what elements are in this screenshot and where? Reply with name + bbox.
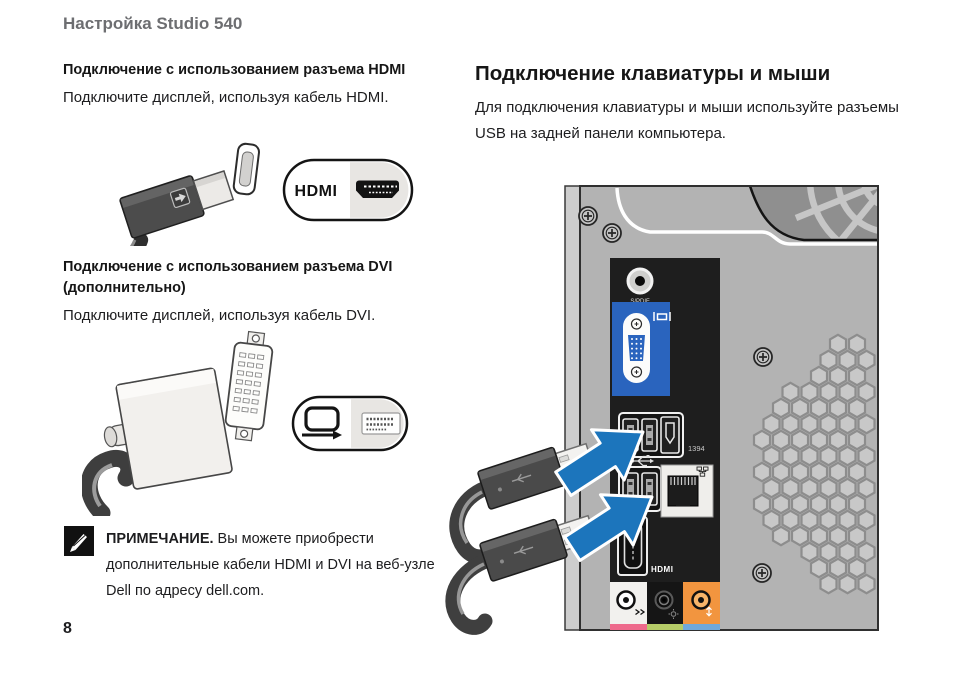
hdmi-socket <box>232 142 260 196</box>
hdmi-cable-figure: HDMI <box>97 142 414 246</box>
keyboard-section-heading: Подключение клавиатуры и мыши <box>475 62 831 85</box>
hdmi-badge-label: HDMI <box>295 183 338 200</box>
chassis-edge-strip <box>564 185 581 631</box>
screw-icon <box>602 223 622 243</box>
arrow-icon <box>563 493 654 562</box>
monitor-icon <box>653 312 671 321</box>
screw-icon <box>578 206 598 226</box>
dvi-cable-connector <box>103 367 233 490</box>
dvi-cable <box>82 450 138 516</box>
note-pencil-icon <box>64 526 94 556</box>
lineout-color-strip <box>647 624 683 630</box>
note-text: ПРИМЕЧАНИЕ. Вы можете приобрести дополни… <box>106 531 435 599</box>
dvi-section-body: Подключите дисплей, используя кабель DVI… <box>63 307 376 324</box>
hdmi-section-body: Подключите дисплей, используя кабель HDM… <box>63 89 389 106</box>
spdif-port: S/PDIF <box>626 267 654 305</box>
page-title: Настройка Studio 540 <box>63 14 243 33</box>
screw-icon <box>753 347 773 367</box>
audio-jacks <box>610 582 720 630</box>
hdmi-port-label: HDMI <box>651 565 673 574</box>
dvi-socket <box>224 330 274 442</box>
chassis-trim-line <box>615 187 878 246</box>
dvi-symbol-icon <box>302 406 342 440</box>
dvi-badge <box>291 395 409 452</box>
mic-color-strip <box>610 624 647 630</box>
back-panel-figure: S/PDIF <box>445 185 879 635</box>
ethernet-port <box>660 464 714 518</box>
firewire-port <box>660 416 680 454</box>
note-label: ПРИМЕЧАНИЕ. <box>106 531 214 547</box>
dvi-port-glyph <box>361 412 401 435</box>
page-number: 8 <box>63 620 72 637</box>
hdmi-section-heading: Подключение с использованием разъема HDM… <box>63 62 406 78</box>
hdmi-port-glyph <box>356 180 399 198</box>
screw-icon <box>752 563 772 583</box>
dvi-section-heading: Подключение с использованием разъема DVI… <box>63 259 393 296</box>
keyboard-section-body: Для подключения клавиатуры и мыши исполь… <box>475 99 899 142</box>
firewire-label: 1394 <box>688 444 705 453</box>
hdmi-cable-connector <box>97 170 235 246</box>
hex-vent-pattern <box>752 333 876 595</box>
usb-port <box>641 418 658 452</box>
dvi-cable-figure <box>82 330 409 516</box>
note-block: ПРИМЕЧАНИЕ. Вы можете приобрести дополни… <box>64 526 446 604</box>
arrow-icon <box>554 428 645 497</box>
hdmi-badge: HDMI <box>282 158 414 222</box>
network-icon <box>696 466 709 477</box>
linein-color-strip <box>683 624 720 630</box>
vga-port <box>612 302 671 396</box>
